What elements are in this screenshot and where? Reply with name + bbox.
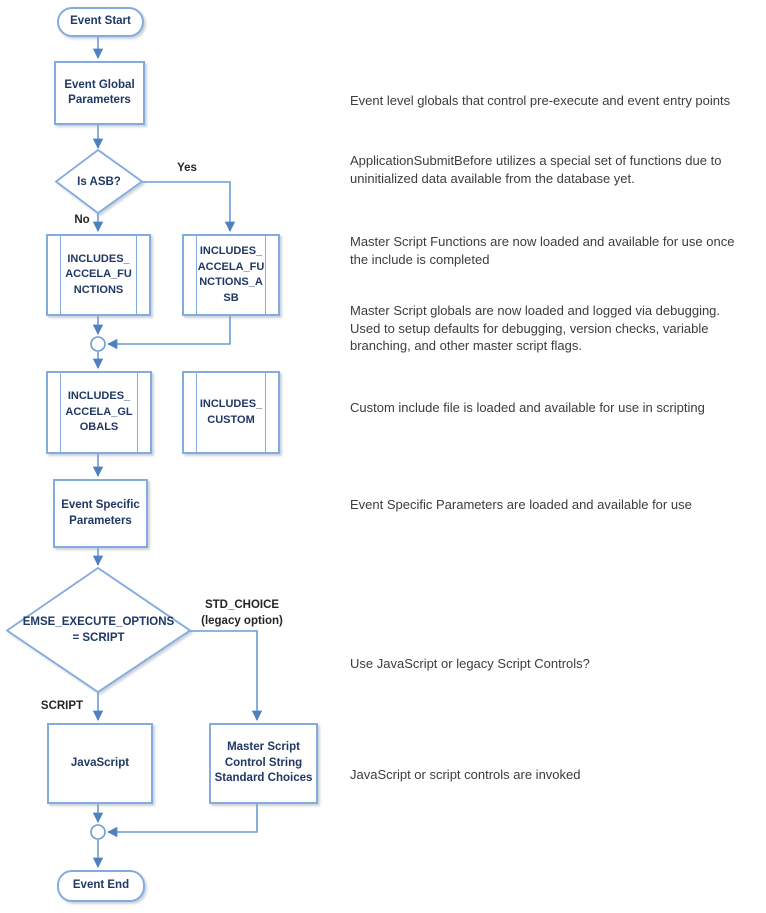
connector-masterscript-to-junction — [106, 800, 258, 838]
annotation-custom-include: Custom include file is loaded and availa… — [350, 400, 705, 415]
event-global-parameters-label: Event Global Parameters — [64, 78, 135, 107]
includes-accela-functions-asb-label: INCLUDES_ ACCELA_FU NCTIONS_A SB — [197, 245, 265, 304]
annotation-asb-functions: ApplicationSubmitBefore utilizes a speci… — [350, 153, 722, 186]
annotation-event-specific: Event Specific Parameters are loaded and… — [350, 497, 692, 512]
no-branch-label: No — [74, 214, 90, 226]
javascript-node: JavaScript — [47, 723, 153, 804]
annotation-script-choice: Use JavaScript or legacy Script Controls… — [350, 656, 590, 671]
master-script-control-label: Master Script Control String Standard Ch… — [214, 741, 313, 785]
event-specific-parameters-label: Event Specific Parameters — [61, 499, 140, 527]
includes-accela-globals-label: INCLUDES_ ACCELA_GL OBALS — [65, 390, 133, 434]
connector-yes-branch — [142, 181, 236, 233]
annotation-controls-invoked: JavaScript or script controls are invoke… — [350, 767, 581, 782]
event-global-parameters-node: Event Global Parameters — [54, 61, 145, 125]
end-node-label: Event End — [72, 879, 130, 892]
master-script-control-node: Master Script Control String Standard Ch… — [209, 723, 318, 804]
isasb-decision-text: Is ASB? — [56, 150, 142, 213]
start-node-label: Event Start — [70, 15, 131, 28]
annotation-master-globals: Master Script globals are now loaded and… — [350, 303, 721, 353]
emse-decision-label: EMSE_EXECUTE_OPTIONS = SCRIPT — [22, 616, 175, 644]
yes-branch-label: Yes — [177, 162, 197, 174]
event-specific-parameters-node: Event Specific Parameters — [53, 479, 148, 548]
merge-junction-circle-top — [90, 336, 106, 352]
includes-accela-functions-asb-node: INCLUDES_ ACCELA_FU NCTIONS_A SB — [182, 234, 280, 316]
includes-custom-label: INCLUDES_ CUSTOM — [199, 398, 263, 426]
annotation-event-globals: Event level globals that control pre-exe… — [350, 93, 731, 108]
isasb-decision-diamond — [54, 148, 144, 215]
merge-junction-circle-bottom — [90, 824, 106, 840]
connector-stdchoice-branch — [190, 630, 263, 722]
start-node: Event Start — [57, 7, 144, 37]
std-choice-branch-label: STD_CHOICE (legacy option) — [201, 599, 283, 627]
includes-accela-globals-node: INCLUDES_ ACCELA_GL OBALS — [46, 371, 152, 454]
emse-decision-diamond — [5, 566, 192, 694]
isasb-decision-label: Is ASB? — [77, 175, 121, 188]
connector-functionsasb-to-junction — [106, 312, 231, 350]
includes-accela-functions-label: INCLUDES_ ACCELA_FU NCTIONS — [65, 252, 132, 296]
includes-custom-node: INCLUDES_ CUSTOM — [182, 371, 280, 454]
javascript-label: JavaScript — [70, 756, 130, 769]
annotation-master-functions: Master Script Functions are now loaded a… — [350, 234, 735, 267]
end-node: Event End — [57, 870, 145, 902]
includes-accela-functions-node: INCLUDES_ ACCELA_FU NCTIONS — [46, 234, 151, 316]
script-branch-label: SCRIPT — [40, 700, 84, 712]
emse-decision-text: EMSE_EXECUTE_OPTIONS = SCRIPT — [7, 568, 190, 692]
